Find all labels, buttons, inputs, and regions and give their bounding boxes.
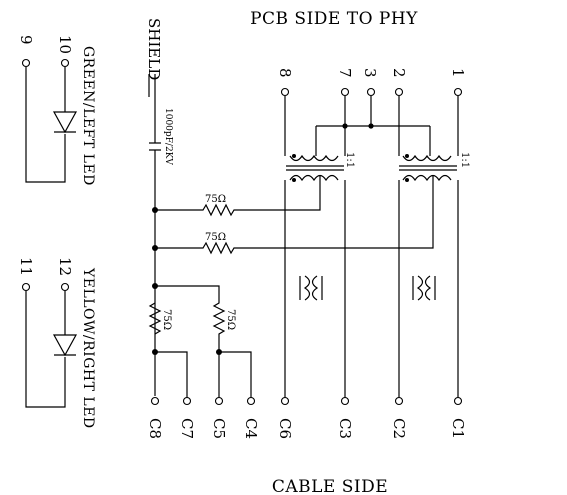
ratio-label-b: 1:1	[459, 152, 470, 168]
transformer-pair-b: 1:1	[398, 152, 470, 398]
pin-c8-terminal	[150, 396, 160, 406]
polarity-dot	[292, 178, 296, 182]
core-lines	[286, 165, 344, 171]
resistor-1-label: 75Ω	[205, 194, 226, 205]
green-led-circuit: 9 10 GREEN/LEFT LED	[17, 35, 96, 186]
shield-capacitor	[149, 97, 161, 396]
junction-dot	[216, 349, 222, 355]
pin-c5-label: C5	[210, 418, 228, 439]
pin-c7-label: C7	[178, 418, 196, 439]
resistor-2-label: 75Ω	[205, 232, 226, 243]
pin-c6-terminal	[280, 396, 290, 406]
secondary-coil	[402, 174, 452, 182]
pin-1-label: 1	[449, 68, 467, 78]
junction-dot	[152, 245, 158, 251]
polarity-dot	[292, 154, 296, 158]
pin-9-label: 9	[17, 35, 35, 45]
cable-side-title: CABLE SIDE	[272, 477, 388, 495]
yellow-led-wire	[25, 291, 66, 408]
pcb-side-title: PCB SIDE TO PHY	[250, 9, 418, 29]
pin-11-terminal	[21, 282, 31, 292]
pin-3-label: 3	[361, 68, 379, 78]
pin-3-terminal	[366, 87, 376, 97]
polarity-dot	[405, 178, 409, 182]
resistor-4	[155, 285, 226, 352]
pin-c1-terminal	[453, 396, 463, 406]
pin-c4-label: C4	[242, 418, 260, 439]
secondary-coil	[289, 174, 339, 182]
pin-10-label: 10	[56, 35, 74, 54]
junction-dot	[368, 123, 374, 129]
primary-coil	[402, 154, 452, 162]
junction-dot	[152, 283, 158, 289]
resistor-3-label: 75Ω	[161, 309, 172, 330]
pin-2-label: 2	[390, 68, 408, 78]
cable-termination-wires	[155, 351, 252, 398]
pin-c1-label: C1	[449, 418, 467, 439]
pin-c5-terminal	[214, 396, 224, 406]
shield-network: SHIELD 1000pF/2KV 75Ω 75Ω 75Ω 75Ω	[145, 18, 434, 398]
pin-c3-terminal	[340, 396, 350, 406]
green-led-wire	[25, 67, 66, 183]
pin-7-terminal	[340, 87, 350, 97]
pin-12-terminal	[60, 282, 70, 292]
pin-c4-terminal	[246, 396, 256, 406]
yellow-led-label: YELLOW/RIGHT LED	[80, 267, 96, 429]
pin-c8-label: C8	[146, 418, 164, 439]
resistor-3	[148, 302, 162, 335]
pin-2-terminal	[394, 87, 404, 97]
pin-8-label: 8	[276, 68, 294, 78]
pin-c3-label: C3	[336, 418, 354, 439]
junction-dot	[152, 349, 158, 355]
pin-9-terminal	[21, 58, 31, 68]
pin-c2-terminal	[394, 396, 404, 406]
core-lines	[399, 165, 457, 171]
junction-dot	[342, 123, 348, 129]
shield-label: SHIELD	[145, 18, 163, 80]
ratio-label-a: 1:1	[344, 152, 355, 168]
resistor-4-label: 75Ω	[225, 309, 236, 330]
yellow-led-circuit: 11 12 YELLOW/RIGHT LED	[17, 257, 96, 429]
pin-c2-label: C2	[390, 418, 408, 439]
resistor-1	[155, 176, 321, 217]
common-mode-choke	[412, 275, 436, 301]
primary-coil	[289, 154, 339, 162]
pin-1-terminal	[453, 87, 463, 97]
pair-b-wires	[398, 180, 459, 398]
junction-dot	[152, 207, 158, 213]
pair-a-wires	[284, 180, 346, 398]
capacitor-label: 1000pF/2KV	[163, 108, 173, 165]
pin-11-label: 11	[17, 257, 35, 276]
pin-c7-terminal	[182, 396, 192, 406]
polarity-dot	[405, 154, 409, 158]
pin-8-terminal	[280, 87, 290, 97]
pin-c6-label: C6	[276, 418, 294, 439]
yellow-led-diode	[52, 334, 78, 357]
cable-pins: C8 C7 C5 C4 C6 C3 C2 C1	[146, 396, 467, 439]
shield-terminal	[148, 74, 156, 97]
pin-7-label: 7	[336, 68, 354, 78]
green-led-diode	[52, 111, 78, 134]
resistor-2	[155, 176, 434, 255]
pin-12-label: 12	[56, 257, 74, 276]
common-mode-choke	[299, 275, 323, 301]
green-led-label: GREEN/LEFT LED	[80, 46, 96, 186]
pin-10-terminal	[60, 58, 70, 68]
phy-pins: 8 7 3 2 1	[276, 68, 467, 156]
transformer-pair-a: 1:1	[284, 152, 355, 398]
